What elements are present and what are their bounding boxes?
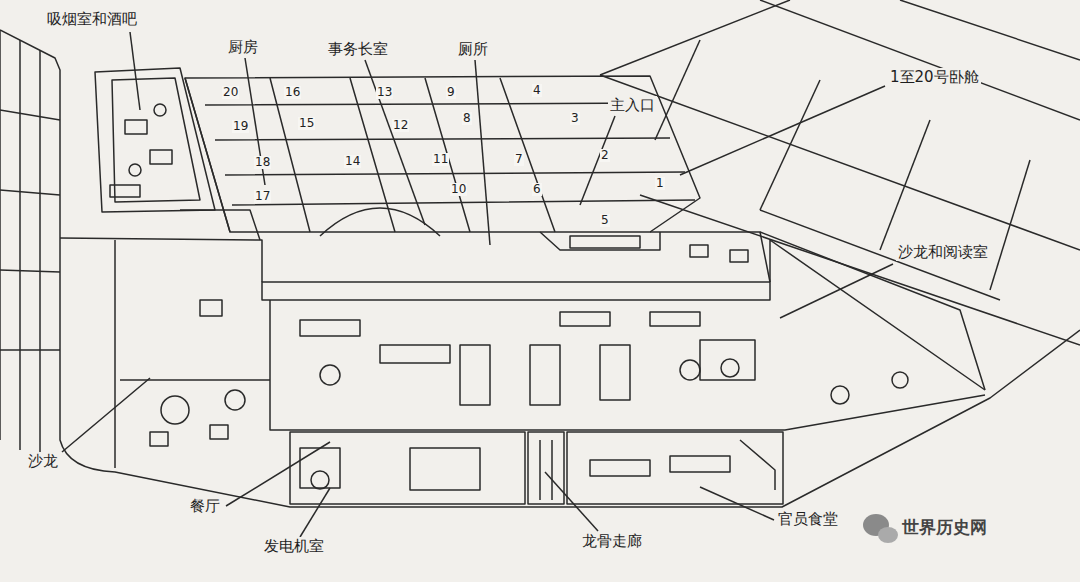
cabin-number: 17 — [254, 190, 271, 203]
cabin-number: 16 — [284, 86, 301, 99]
cabin-number: 4 — [532, 84, 542, 97]
cabin-number: 8 — [462, 112, 472, 125]
cabin-number: 9 — [446, 86, 456, 99]
callout-label: 发电机室 — [262, 537, 326, 555]
callout-label: 事务长室 — [326, 40, 390, 58]
callout-label: 厕所 — [456, 40, 490, 58]
cabin-number: 13 — [376, 86, 393, 99]
cabin-number: 10 — [450, 183, 467, 196]
cabin-number: 19 — [232, 120, 249, 133]
callout-label: 沙龙 — [26, 452, 60, 470]
cabin-number: 2 — [600, 149, 610, 162]
watermark-icon — [863, 514, 898, 543]
callout-label: 主入口 — [608, 96, 657, 114]
callout-label: 沙龙和阅读室 — [896, 243, 990, 261]
cabin-number: 3 — [570, 112, 580, 125]
callout-label: 1至20号卧舱 — [888, 68, 981, 86]
watermark: 世界历史网 — [900, 517, 989, 537]
cabin-number: 15 — [298, 117, 315, 130]
cabin-number: 5 — [600, 214, 610, 227]
cabin-number: 12 — [392, 119, 409, 132]
cabin-number: 14 — [344, 155, 361, 168]
callout-label: 龙骨走廊 — [580, 532, 644, 550]
cabin-number: 7 — [514, 153, 524, 166]
cabin-number: 20 — [222, 86, 239, 99]
cabin-number: 1 — [655, 177, 665, 190]
cabin-number: 11 — [432, 153, 449, 166]
cabin-number: 18 — [254, 156, 271, 169]
callout-label: 厨房 — [226, 38, 260, 56]
callout-label: 餐厅 — [188, 497, 222, 515]
callout-label: 吸烟室和酒吧 — [45, 10, 139, 28]
cabin-number: 6 — [532, 183, 542, 196]
callout-label: 官员食堂 — [776, 510, 840, 528]
